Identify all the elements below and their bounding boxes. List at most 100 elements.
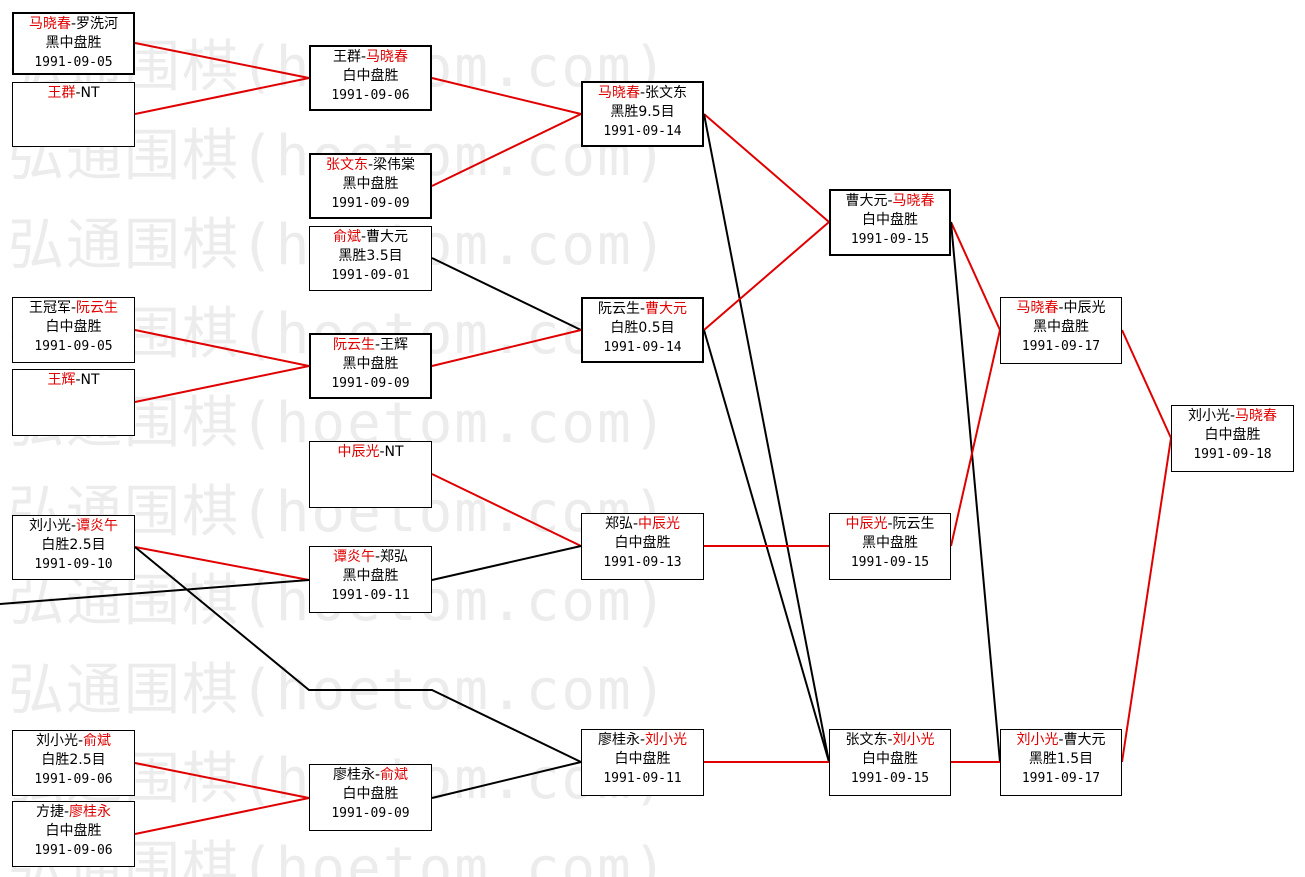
player-white: NT — [384, 444, 404, 460]
connector-line — [950, 221, 1001, 331]
game-players: 王群-马晓春 — [311, 48, 430, 67]
player-black: 王群 — [332, 49, 361, 65]
game-players: 王辉-NT — [13, 371, 134, 390]
connector-line — [1121, 329, 1172, 439]
separator: - — [374, 337, 381, 353]
player-white: 阮云生 — [892, 516, 935, 532]
game-date: 1991-09-15 — [850, 555, 930, 570]
player-white: 廖桂永 — [69, 804, 112, 820]
game-date: 1991-09-18 — [1193, 447, 1272, 462]
player-white: 曹大元 — [1063, 732, 1106, 748]
separator: - — [75, 372, 81, 388]
connector-line — [703, 113, 830, 223]
game-result: 白胜0.5目 — [610, 320, 675, 336]
player-white: 中辰光 — [638, 516, 681, 532]
separator: - — [360, 49, 367, 65]
game-date: 1991-09-13 — [603, 555, 682, 570]
game-players: 王冠军-阮云生 — [13, 299, 134, 318]
separator: - — [360, 229, 367, 245]
separator: - — [70, 16, 77, 32]
game-result: 白中盘胜 — [614, 751, 671, 767]
game-result: 黑中盘胜 — [862, 535, 918, 551]
game-date: 1991-09-06 — [331, 88, 410, 103]
game-players: 马晓春-中辰光 — [1001, 299, 1121, 318]
game-date: 1991-09-11 — [603, 771, 682, 786]
game-date: 1991-09-01 — [331, 268, 410, 283]
connector-line — [431, 77, 582, 115]
player-white: 马晓春 — [366, 49, 409, 65]
game-result: 黑中盘胜 — [342, 176, 399, 192]
connector-line — [950, 221, 1001, 763]
game-result: 白中盘胜 — [614, 535, 671, 551]
connector-line — [134, 546, 582, 763]
game-date: 1991-09-09 — [331, 376, 410, 391]
game-date: 1991-09-15 — [850, 232, 930, 247]
game-players: 俞斌-曹大元 — [310, 228, 431, 247]
separator: - — [639, 85, 646, 101]
player-black: 张文东 — [845, 732, 888, 748]
separator: - — [887, 193, 893, 209]
game-players: 阮云生-王辉 — [311, 336, 430, 355]
separator: - — [639, 732, 646, 748]
game-players: 阮云生-曹大元 — [583, 300, 702, 319]
connector-line — [134, 77, 310, 115]
separator: - — [1229, 408, 1236, 424]
player-white: 曹大元 — [366, 229, 409, 245]
connector-line — [431, 329, 582, 367]
connector-line — [134, 329, 310, 367]
player-black: 曹大元 — [845, 193, 888, 209]
game-result: 白中盘胜 — [1204, 427, 1261, 443]
player-black: 刘小光 — [28, 518, 71, 534]
connector-line — [134, 797, 310, 835]
game-box: 俞斌-曹大元黑胜3.5目 1991-09-01 — [309, 226, 432, 291]
separator: - — [77, 733, 84, 749]
game-players: 廖桂永-俞斌 — [310, 766, 431, 785]
game-players: 张文东-刘小光 — [830, 731, 950, 750]
connector-line — [431, 257, 582, 331]
player-black: 张文东 — [325, 157, 368, 173]
player-black: 中辰光 — [337, 444, 380, 460]
game-date: 1991-09-17 — [1021, 771, 1101, 786]
connector-line — [134, 42, 310, 79]
player-white: 罗洗河 — [76, 16, 119, 32]
game-players: 中辰光-阮云生 — [830, 515, 950, 534]
game-date: 1991-09-14 — [603, 340, 682, 355]
player-black: 刘小光 — [1187, 408, 1230, 424]
player-white: 马晓春 — [892, 193, 935, 209]
separator: - — [632, 516, 639, 532]
game-date: 1991-09-06 — [34, 843, 113, 858]
player-white: NT — [80, 372, 100, 388]
game-result: 黑胜3.5目 — [338, 248, 403, 264]
game-players: 马晓春-张文东 — [583, 84, 702, 103]
player-black: 马晓春 — [1016, 300, 1059, 316]
game-result: 黑中盘胜 — [342, 568, 399, 584]
player-black: 阮云生 — [597, 301, 640, 317]
game-players: 曹大元-马晓春 — [831, 192, 949, 211]
player-white: 曹大元 — [645, 301, 688, 317]
game-result: 白中盘胜 — [45, 319, 102, 335]
separator: - — [70, 300, 77, 316]
connector-line — [431, 113, 582, 187]
separator: - — [1058, 300, 1064, 316]
player-white: 俞斌 — [83, 733, 112, 749]
separator: - — [75, 85, 81, 101]
player-black: 王辉 — [47, 372, 76, 388]
player-black: 王群 — [47, 85, 76, 101]
player-black: 刘小光 — [35, 733, 78, 749]
game-result: 白胜2.5目 — [41, 537, 106, 553]
separator: - — [1058, 732, 1064, 748]
separator: - — [639, 301, 646, 317]
game-players: 郑弘-中辰光 — [582, 515, 703, 534]
connector-line — [134, 762, 310, 799]
connector-line — [1121, 437, 1172, 763]
